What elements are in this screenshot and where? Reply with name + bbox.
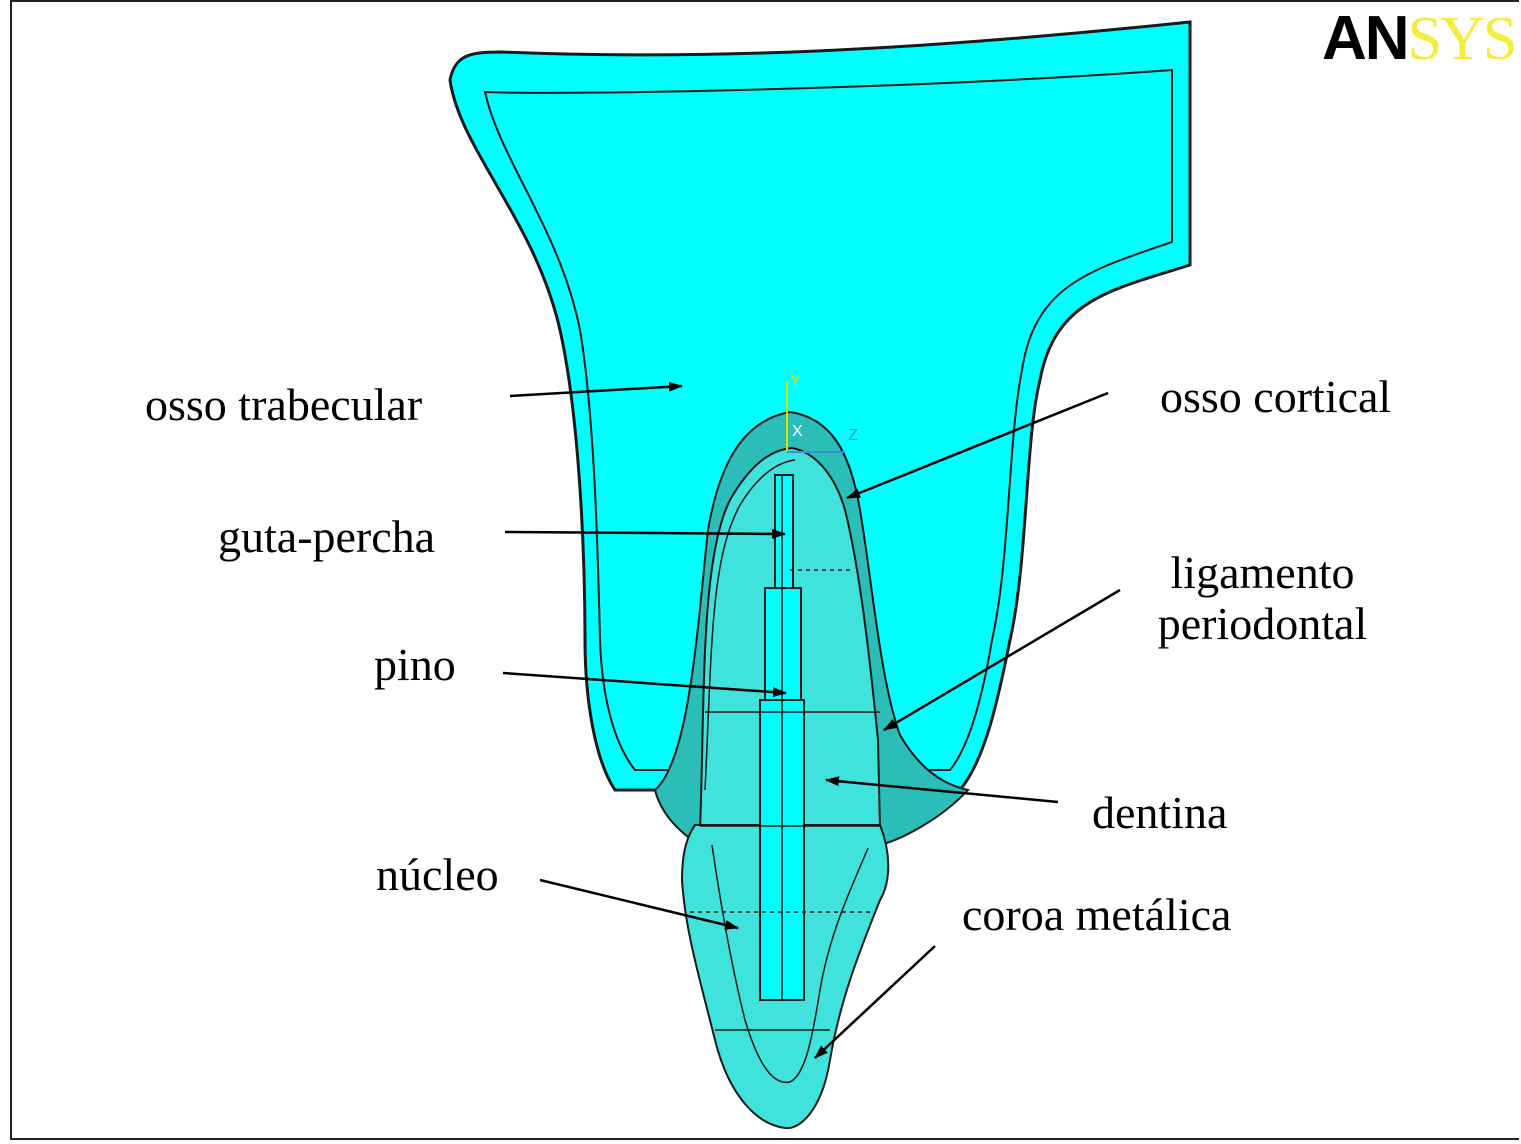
label-ligamento-line2: periodontal — [1140, 599, 1385, 650]
gutta-percha-shape — [775, 475, 793, 590]
label-coroa-metalica: coroa metálica — [962, 890, 1231, 941]
label-guta-percha: guta-percha — [218, 512, 435, 563]
label-osso-cortical: osso cortical — [1160, 372, 1391, 423]
post-upper-shape — [765, 588, 801, 700]
ansys-logo: ANSYS — [1322, 8, 1515, 70]
axis-z-label: Z — [848, 427, 858, 444]
label-ligamento-periodontal: ligamento periodontal — [1140, 548, 1385, 649]
label-ligamento-line1: ligamento — [1140, 548, 1385, 599]
label-dentina: dentina — [1092, 788, 1227, 839]
axis-x-label: X — [792, 423, 803, 440]
axis-y-label: Y — [790, 373, 801, 390]
label-osso-trabecular: osso trabecular — [145, 380, 422, 431]
label-pino: pino — [374, 640, 456, 691]
label-nucleo: núcleo — [376, 850, 499, 901]
